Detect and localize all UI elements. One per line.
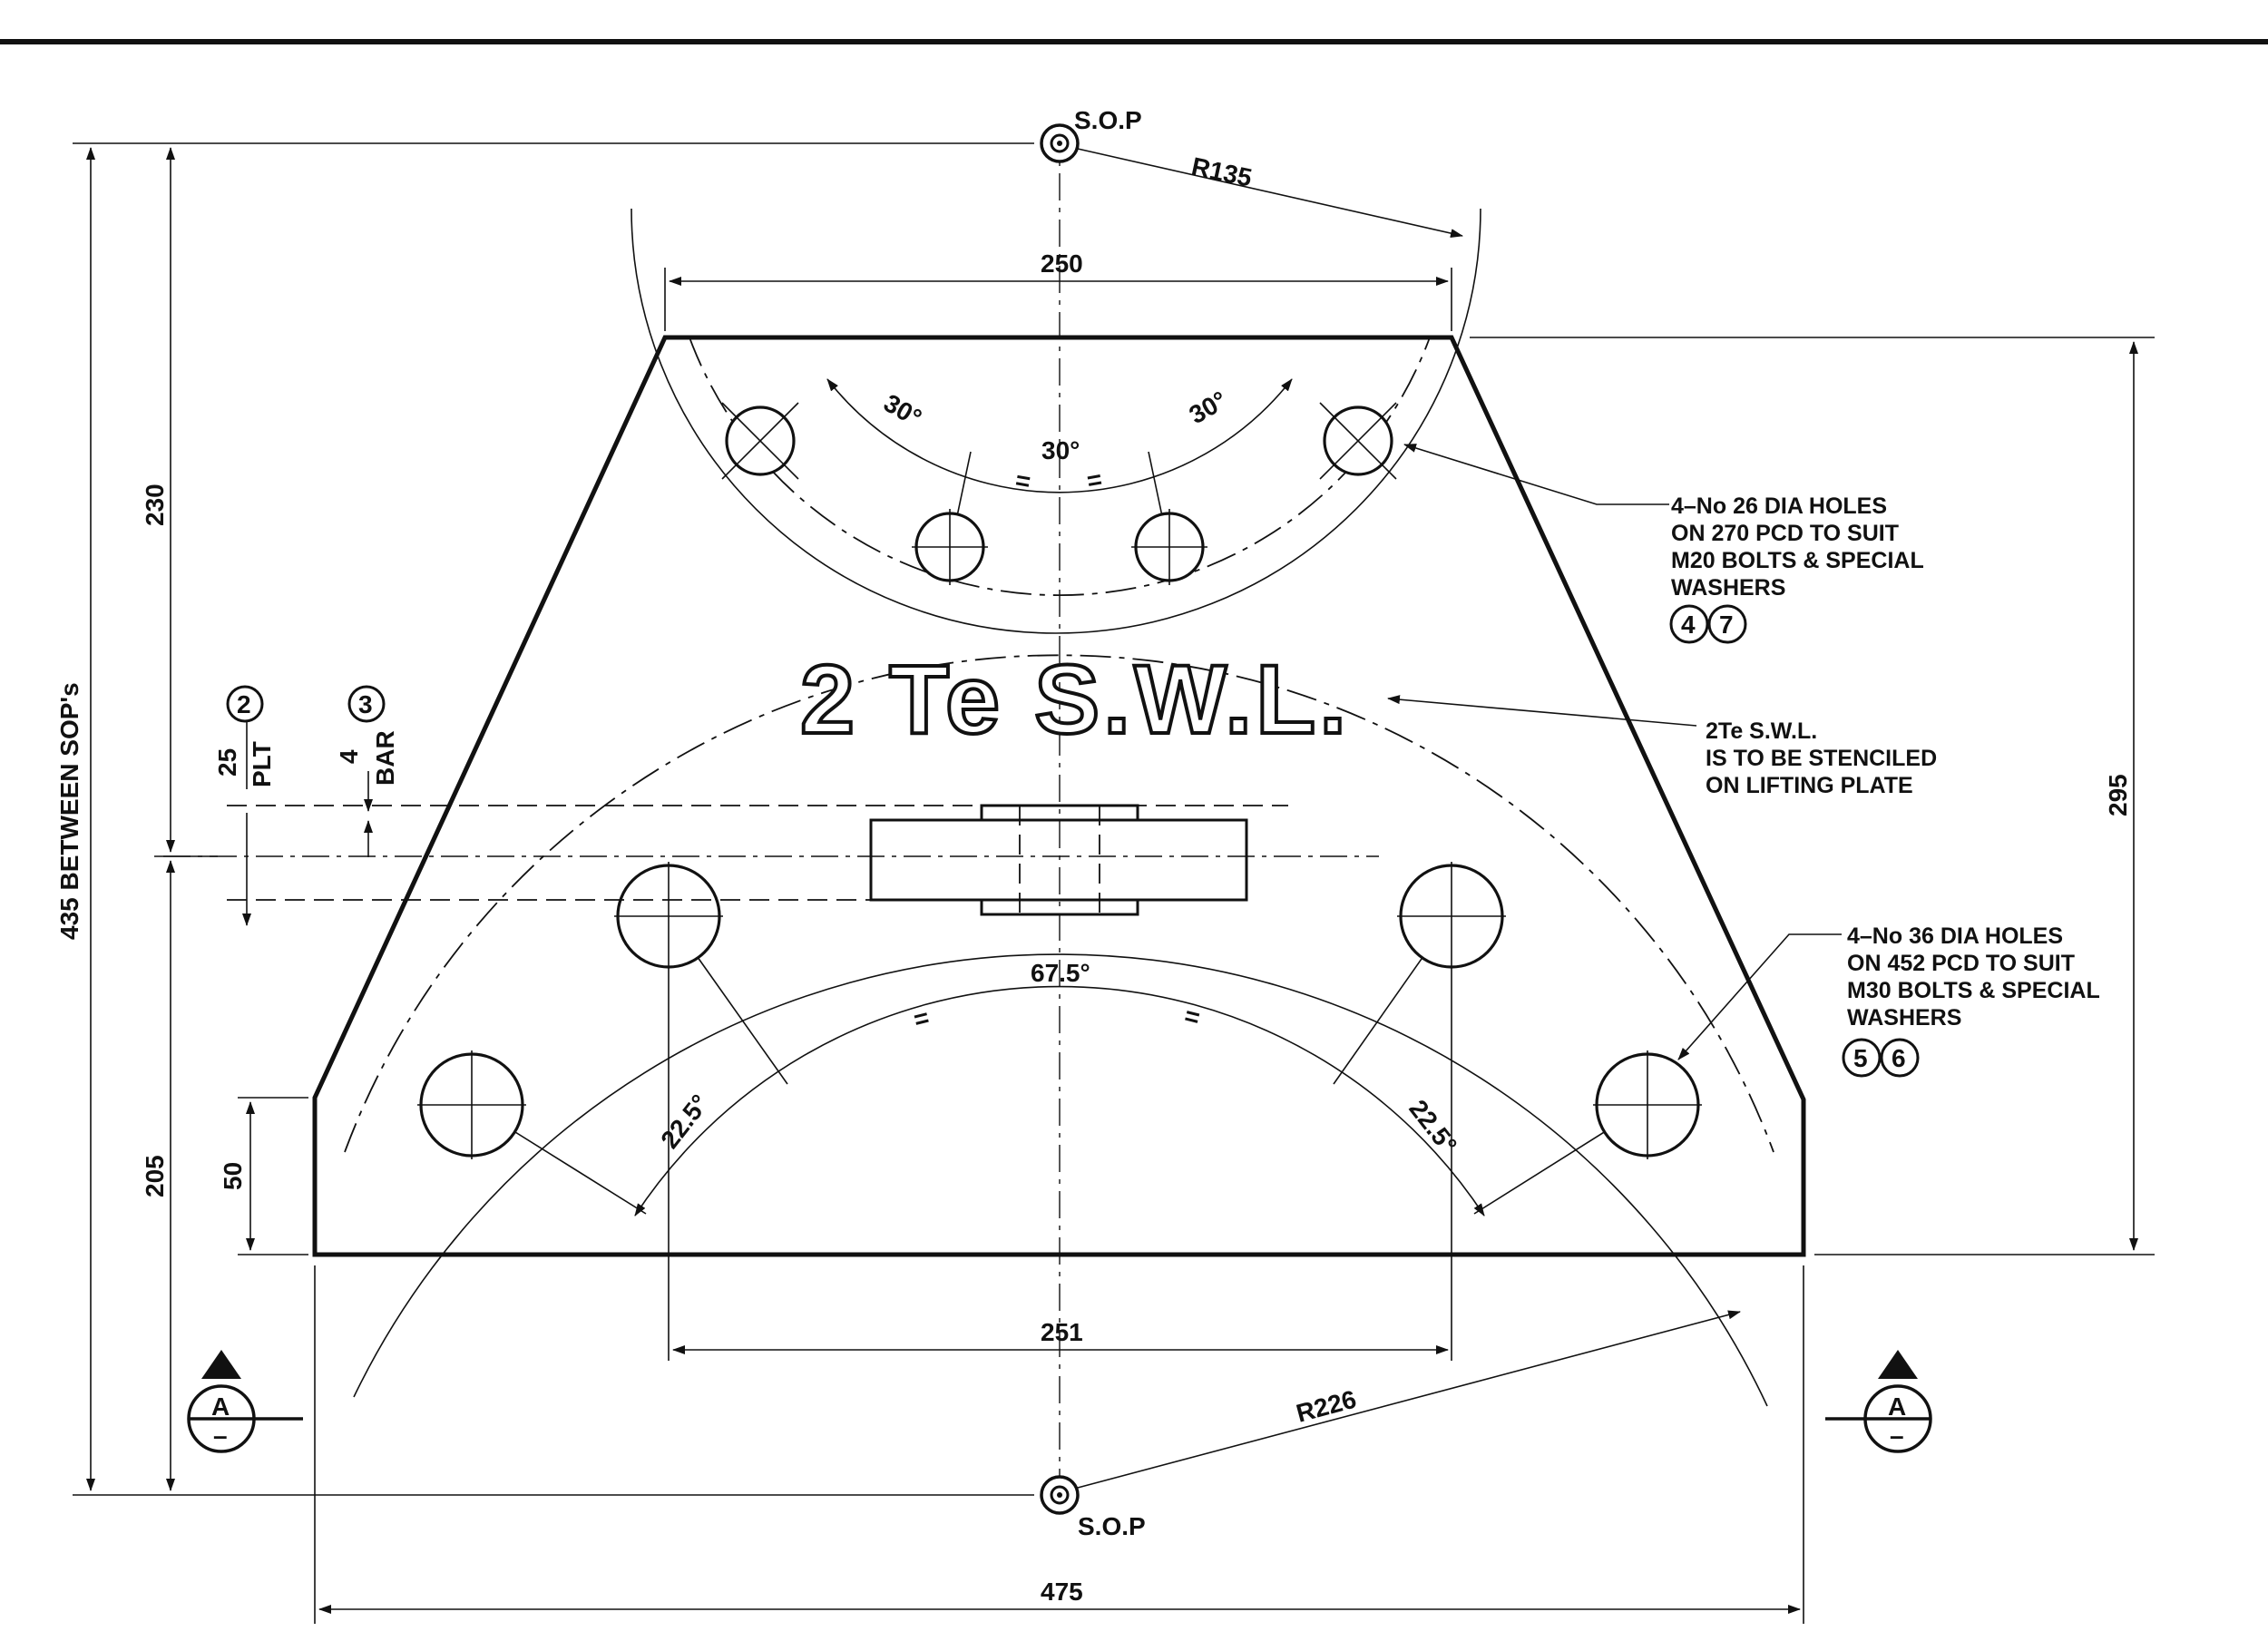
section-marker-left: A – — [187, 1350, 303, 1453]
note-small-holes-line-4: WASHERS — [1671, 575, 1785, 601]
dim-475-text: 475 — [1041, 1578, 1083, 1606]
small-hole-item-balloon-2 — [1707, 604, 1747, 644]
bar-item-number: 3 — [358, 690, 373, 718]
stencil-text: 2 Te S.W.L. — [800, 644, 1350, 754]
sop-point-top — [1040, 123, 1080, 163]
arc-r135 — [631, 208, 1481, 634]
note-large-holes-line-4: WASHERS — [1847, 1005, 1961, 1031]
large-hole-item-2: 6 — [1892, 1044, 1906, 1072]
note-small-holes-line-2: ON 270 PCD TO SUIT — [1671, 521, 1899, 546]
bar-item-balloon — [347, 685, 386, 723]
section-marker-right: A – — [1825, 1350, 1932, 1453]
bar-label: BAR — [371, 730, 399, 786]
large-hole-2 — [614, 862, 723, 971]
large-hole-item-balloon-2 — [1880, 1038, 1920, 1078]
note-small-holes-leader — [1403, 444, 1669, 505]
section-dash-right: – — [1890, 1421, 1904, 1450]
note-large-holes-line-3: M30 BOLTS & SPECIAL — [1847, 978, 2100, 1003]
note-small-holes-line-3: M20 BOLTS & SPECIAL — [1671, 548, 1924, 573]
angle-arc-upper — [826, 378, 1293, 493]
dim-50-text: 50 — [219, 1162, 247, 1190]
small-hole-2 — [912, 509, 988, 585]
small-hole-item-balloon-1 — [1669, 604, 1709, 644]
dim-295-text: 295 — [2104, 774, 2132, 816]
equal-mark-4: = — [1182, 1001, 1203, 1032]
section-letter-right: A — [1888, 1392, 1906, 1421]
note-stencil-line-3: ON LIFTING PLATE — [1706, 773, 1913, 798]
angle-left: 30° — [879, 388, 926, 432]
small-hole-4 — [1319, 402, 1397, 480]
angle-arc-lower — [634, 985, 1485, 1216]
bar-section — [869, 804, 1248, 916]
sop-point-bottom — [1040, 1475, 1080, 1515]
angle-center: 30° — [1041, 436, 1080, 464]
note-stencil-leader — [1387, 695, 1697, 727]
angle-lower: 67.5° — [1031, 959, 1090, 987]
note-large-holes-leader — [1677, 933, 1842, 1060]
large-hole-4 — [1593, 1050, 1702, 1159]
equal-mark-3: = — [911, 1003, 932, 1034]
small-hole-item-1: 4 — [1681, 611, 1696, 639]
dim-205-text: 205 — [141, 1155, 169, 1197]
large-hole-item-balloon-1 — [1842, 1038, 1882, 1078]
r226-leader — [1077, 1310, 1741, 1489]
note-large-holes: 4–No 36 DIA HOLES ON 452 PCD TO SUIT M30… — [1847, 923, 2100, 1031]
section-dash-left: – — [213, 1421, 228, 1450]
note-stencil: 2Te S.W.L. IS TO BE STENCILED ON LIFTING… — [1706, 718, 1937, 798]
arc-r226-bottom — [353, 953, 1768, 1407]
sop-label-bottom: S.O.P — [1078, 1512, 1146, 1540]
note-large-holes-line-2: ON 452 PCD TO SUIT — [1847, 951, 2075, 976]
small-hole-item-2: 7 — [1719, 611, 1734, 639]
small-hole-3 — [1131, 509, 1207, 585]
note-small-holes-line-1: 4–No 26 DIA HOLES — [1671, 493, 1887, 519]
plt-thickness: 25 — [213, 748, 241, 777]
section-letter-left: A — [211, 1392, 230, 1421]
plt-item-number: 2 — [237, 690, 251, 718]
sop-label-top: S.O.P — [1074, 106, 1142, 134]
large-hole-item-1: 5 — [1853, 1044, 1868, 1072]
note-stencil-line-1: 2Te S.W.L. — [1706, 718, 1817, 744]
dim-250-text: 250 — [1041, 249, 1083, 278]
dim-435-text: 435 BETWEEN SOP's — [55, 682, 83, 940]
plt-item-balloon — [226, 685, 264, 723]
large-hole-1 — [417, 1050, 526, 1159]
dim-230-text: 230 — [141, 484, 169, 526]
equal-mark-1: = — [1013, 465, 1032, 495]
dim-251-text: 251 — [1041, 1318, 1083, 1346]
small-hole-1 — [721, 402, 799, 480]
plt-label: PLT — [248, 741, 276, 787]
bar-thickness: 4 — [335, 749, 363, 764]
angle-lower-right: 22.5° — [1403, 1095, 1462, 1159]
r135-leader — [1077, 148, 1463, 239]
note-stencil-line-2: IS TO BE STENCILED — [1706, 746, 1937, 771]
plate-outline — [312, 335, 1806, 1257]
equal-mark-2: = — [1085, 465, 1104, 495]
r135-label: R135 — [1189, 152, 1255, 192]
note-large-holes-line-1: 4–No 36 DIA HOLES — [1847, 923, 2063, 949]
angle-lower-left: 22.5° — [655, 1089, 714, 1154]
angle-right: 30° — [1185, 386, 1232, 429]
note-small-holes: 4–No 26 DIA HOLES ON 270 PCD TO SUIT M20… — [1671, 493, 1924, 601]
large-hole-3 — [1397, 862, 1506, 971]
